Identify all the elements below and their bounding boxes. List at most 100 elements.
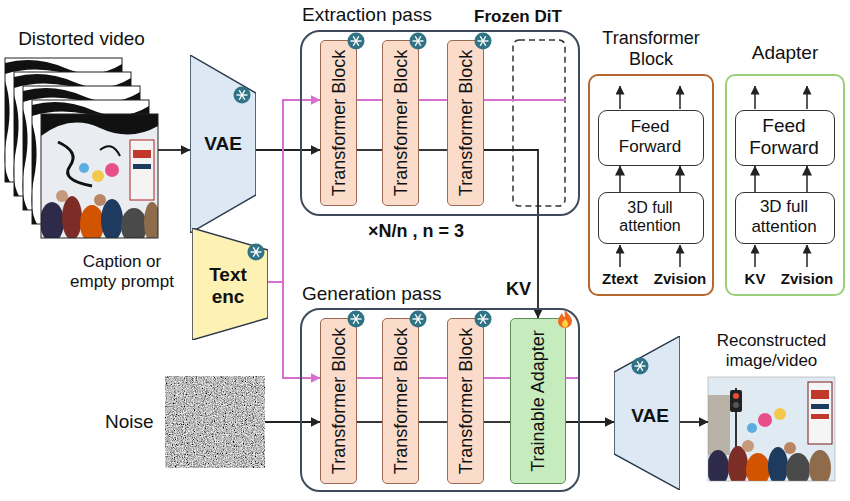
- frozen-icon: [348, 311, 365, 328]
- connector: [419, 149, 447, 151]
- input-note: Caption or empty prompt: [62, 252, 182, 291]
- frozen-icon: [409, 32, 427, 50]
- distorted-video-frames: [80, 205, 104, 238]
- noise-input: Noise: [165, 376, 265, 468]
- reconstructed-picture: [768, 447, 788, 481]
- distorted-video-frames: [100, 146, 120, 156]
- legend-arrows: [679, 86, 681, 109]
- distorted-video-frames: [5, 58, 160, 244]
- node-label: Text enc: [201, 264, 255, 308]
- distorted-video-frames: [56, 190, 68, 202]
- frozen-icon: [637, 361, 643, 371]
- transformer-block: Transformer Block: [447, 40, 484, 206]
- node-label: Trainable Adapter: [528, 330, 549, 471]
- frozen-icon: [410, 311, 427, 328]
- frozen-icon: [233, 86, 251, 104]
- distorted-video-frames: [105, 163, 119, 177]
- reconstructed-picture: [811, 414, 829, 419]
- connector: [484, 150, 538, 318]
- reconstructed-picture: [786, 453, 810, 481]
- legend-arrows: [754, 86, 756, 109]
- legend-arrows: [679, 245, 681, 267]
- frozen-icon: [415, 314, 421, 324]
- trainable-icon: [556, 310, 574, 328]
- input-name: Ztext: [590, 270, 650, 287]
- reconstructed-picture: [784, 442, 796, 454]
- vae-encoder: VAE: [190, 55, 256, 233]
- frozen-icon: [474, 310, 492, 328]
- frozen-icon: [475, 33, 492, 50]
- attention-box: 3D full attention: [598, 192, 704, 244]
- frozen-icon: [480, 36, 486, 46]
- legend-arrows: [806, 245, 808, 267]
- reconstructed-picture: [708, 395, 730, 455]
- distorted-video-frames: [23, 109, 28, 210]
- distorted-video-frames: [144, 202, 158, 238]
- frozen-icon: [353, 36, 359, 46]
- trainable-icon: [562, 319, 568, 328]
- input-name: Zvision: [650, 270, 710, 287]
- text-condition-line: [357, 377, 382, 379]
- node-heading: Generation pass: [302, 283, 441, 305]
- text-condition-line: [357, 99, 382, 101]
- transformer-block: Transformer Block: [382, 318, 419, 484]
- distorted-video-frames: [32, 123, 37, 224]
- text-encoder-shape: [192, 228, 268, 340]
- transformer-block: Transformer Block: [320, 318, 357, 484]
- text-encoder: Text enc: [192, 228, 268, 340]
- edge-label: KV: [504, 279, 533, 300]
- text-condition-line: [484, 377, 510, 379]
- attention-box: 3D full attention: [735, 192, 835, 244]
- frozen-icon: [253, 247, 259, 257]
- reconstructed-picture: [733, 402, 739, 408]
- node-label: Transformer Block: [328, 328, 349, 474]
- vae-encoder-shape: [190, 55, 256, 233]
- distorted-video-frames: [92, 170, 104, 182]
- node-heading: Reconstructed image/video: [708, 331, 835, 370]
- distorted-video-frames: [121, 208, 147, 238]
- distorted-video-frames: [130, 140, 154, 200]
- frozen-icon: [474, 32, 492, 50]
- distorted-video-frames: [41, 202, 64, 238]
- vae-decoder: VAE: [614, 336, 680, 490]
- frozen-icon: [353, 36, 359, 46]
- connector: [754, 166, 756, 192]
- frozen-icon: [415, 36, 421, 46]
- distorted-video-frames: [58, 142, 92, 186]
- frozen-icon: [409, 310, 427, 328]
- reconstructed-picture: [811, 404, 829, 409]
- legend-arrows: [619, 245, 621, 267]
- distorted-video-frames: [62, 196, 82, 238]
- node-label: 3D full attention: [608, 199, 692, 236]
- transformer-block: Transformer Block: [447, 318, 484, 484]
- frozen-icon: [480, 314, 486, 324]
- frozen-icon: [415, 36, 421, 46]
- frozen-icon: [415, 314, 421, 324]
- distorted-video-frames: [14, 95, 19, 196]
- text-condition-line: [566, 377, 578, 379]
- reconstructed-picture: [811, 390, 829, 399]
- node-heading: Noise: [105, 411, 154, 433]
- reconstructed-picture: [733, 393, 739, 399]
- trainable-adapter: Trainable Adapter: [510, 318, 566, 484]
- frozen-icon: [637, 361, 643, 371]
- connector: [256, 149, 320, 151]
- distorted-video-frames: [41, 114, 158, 136]
- distorted-video-frames: [133, 150, 151, 158]
- extraction-pass: Transformer BlockTransformer BlockTransf…: [300, 30, 580, 216]
- block-detail: Feed Forward3D full attentionTransformer…: [588, 74, 714, 296]
- frozen-icon: [480, 314, 486, 324]
- connector: [566, 421, 614, 423]
- noise-picture: [165, 376, 265, 468]
- frozen-icon: [353, 314, 359, 324]
- reconstructed-picture: [708, 377, 835, 481]
- distorted-video-frames: [5, 81, 10, 182]
- distorted-video-frames: [101, 199, 123, 238]
- transformer-block: Transformer Block: [382, 40, 419, 206]
- frozen-icon: [475, 311, 492, 328]
- frozen-icon: [353, 314, 359, 324]
- node-label: Transformer Block: [390, 328, 411, 474]
- reconstructed-picture: [747, 423, 757, 433]
- feed-forward-box: Feed Forward: [735, 110, 835, 166]
